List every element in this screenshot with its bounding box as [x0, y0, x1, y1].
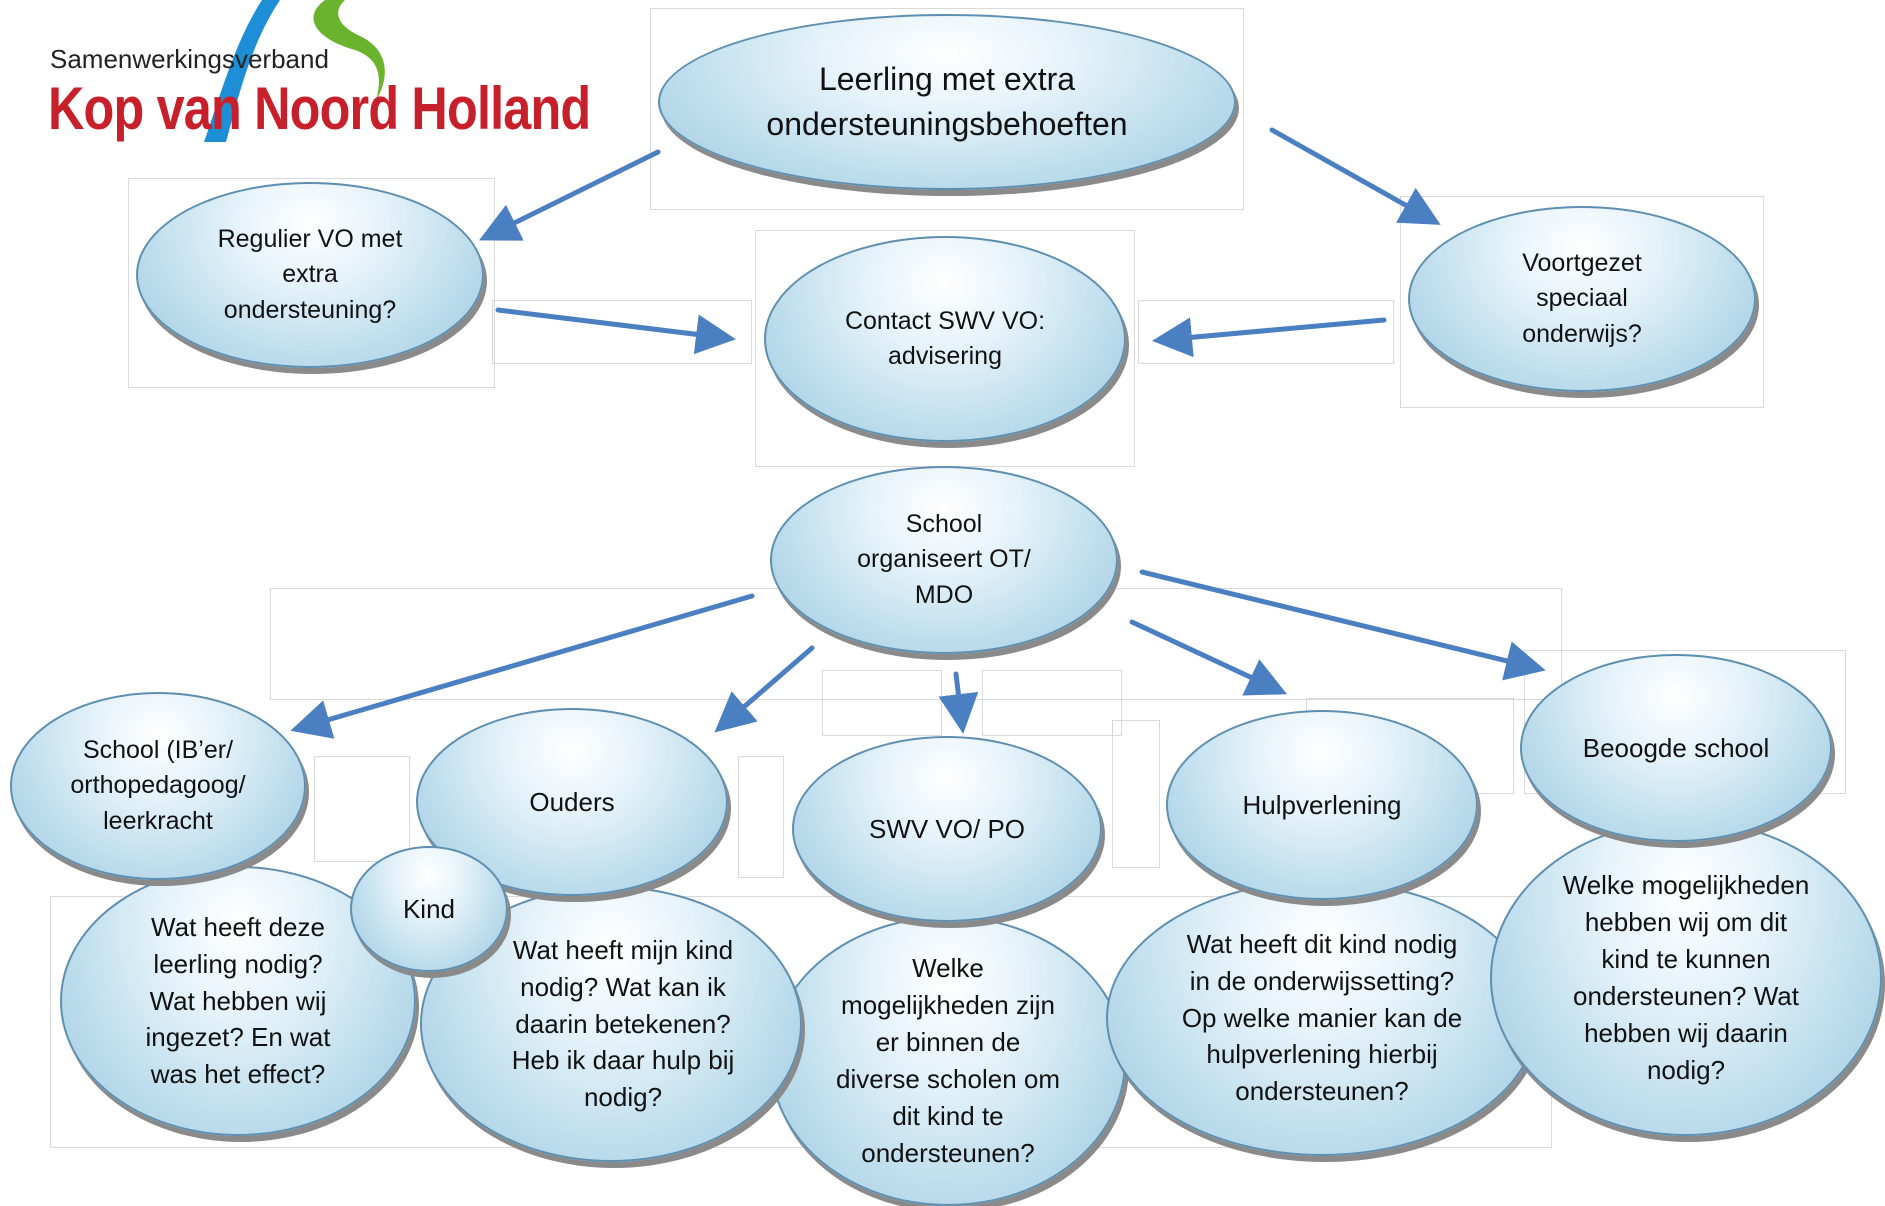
connector-arrows	[290, 127, 1546, 739]
node-hulpverlening: Hulpverlening	[1166, 710, 1478, 900]
logo-swoosh-icon	[204, 0, 385, 142]
logo: Samenwerkingsverband Kop van Noord Holla…	[0, 0, 591, 150]
node-swv-vo-po: SWV VO/ PO	[792, 736, 1102, 922]
node-beoogde-school: Beoogde school	[1520, 654, 1832, 842]
question-swv: Welke mogelijkheden zijn er binnen de di…	[770, 916, 1126, 1206]
logo-title: Kop van Noord Holland	[48, 75, 591, 142]
node-regulier-vo: Regulier VO met extra ondersteuning?	[136, 182, 484, 368]
background-box	[982, 670, 1122, 736]
arrow-top-to-voortgezet	[1269, 127, 1441, 225]
node-contact-swv: Contact SWV VO: advisering	[764, 236, 1126, 442]
arrow-top-to-regulier	[479, 149, 661, 241]
background-box	[1138, 300, 1394, 364]
question-hulpverlening: Wat heeft dit kind nodig in de onderwijs…	[1106, 880, 1538, 1156]
arrow-regulier-to-contact	[495, 307, 736, 355]
node-leerling: Leerling met extra ondersteuningsbehoeft…	[658, 14, 1236, 190]
background-box	[492, 300, 752, 364]
node-voortgezet: Voortgezet speciaal onderwijs?	[1408, 206, 1756, 392]
arrow-ot-to-ouders	[714, 645, 815, 733]
arrow-ot-to-hulpverlening	[1129, 619, 1288, 696]
logo-subtitle: Samenwerkingsverband	[50, 44, 329, 74]
node-school-ib: School (IB’er/ orthopedagoog/ leerkracht	[10, 692, 306, 880]
background-box	[650, 8, 1244, 210]
background-box	[1112, 720, 1160, 868]
arrow-ot-to-school-ib	[290, 593, 755, 739]
node-kind: Kind	[350, 846, 508, 972]
background-box	[1400, 196, 1764, 408]
background-box	[314, 756, 410, 862]
node-school-ot: School organiseert OT/ MDO	[770, 466, 1118, 654]
arrow-ot-to-beoogde	[1139, 569, 1546, 681]
background-box	[738, 756, 784, 878]
arrow-voortgezet-to-contact	[1152, 317, 1387, 358]
question-beoogde: Welke mogelijkheden hebben wij om dit ki…	[1490, 820, 1882, 1136]
background-box	[128, 178, 495, 388]
arrow-ot-to-swv	[938, 671, 979, 734]
